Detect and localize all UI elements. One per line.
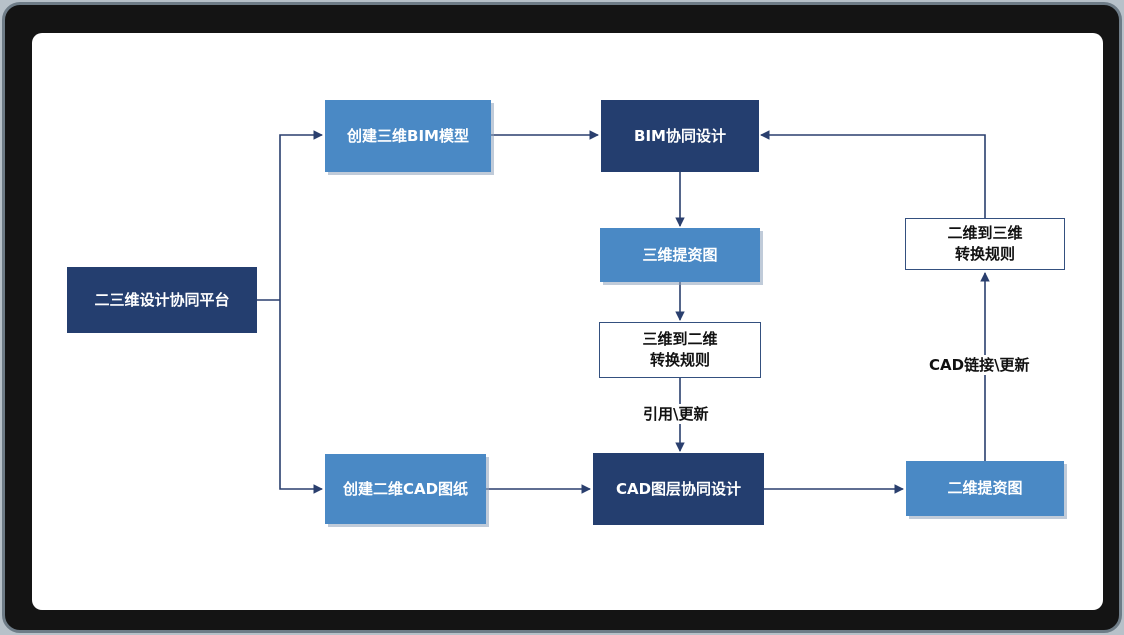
reference-update-label: 引用\更新 bbox=[641, 404, 711, 424]
diagram-canvas: 二三维设计协同平台 创建三维BIM模型 BIM协同设计 三维提资图 三维到二维 … bbox=[32, 33, 1103, 610]
cad-link-update-label: CAD链接\更新 bbox=[927, 355, 1032, 375]
create-cad-node: 创建二维CAD图纸 bbox=[325, 454, 486, 524]
edge-rule-to-bim-collab bbox=[760, 130, 986, 218]
rule-3d-to-2d-line2: 转换规则 bbox=[649, 351, 710, 369]
rule-2d-to-3d-node: 二维到三维 转换规则 bbox=[905, 218, 1065, 270]
edge-platform-to-create-cad bbox=[279, 300, 323, 494]
create-bim-node: 创建三维BIM模型 bbox=[325, 100, 491, 172]
extract-3d-node: 三维提资图 bbox=[600, 228, 760, 282]
extract-2d-node: 二维提资图 bbox=[906, 461, 1064, 516]
edge-platform-to-create-bim bbox=[279, 130, 323, 300]
platform-node: 二三维设计协同平台 bbox=[67, 267, 257, 333]
extract-3d-label: 三维提资图 bbox=[642, 245, 718, 264]
extract-2d-label: 二维提资图 bbox=[947, 479, 1023, 497]
create-cad-label: 创建二维CAD图纸 bbox=[342, 479, 469, 498]
rule-3d-to-2d-line1: 三维到二维 bbox=[642, 330, 718, 348]
connector-layer bbox=[257, 130, 990, 494]
bim-collab-label: BIM协同设计 bbox=[634, 126, 726, 145]
cad-layer-collab-node: CAD图层协同设计 bbox=[593, 453, 764, 525]
cad-layer-collab-label: CAD图层协同设计 bbox=[615, 479, 742, 498]
rule-3d-to-2d-node: 三维到二维 转换规则 bbox=[599, 322, 761, 378]
create-bim-label: 创建三维BIM模型 bbox=[347, 126, 469, 145]
platform-label: 二三维设计协同平台 bbox=[94, 290, 230, 309]
bim-collab-node: BIM协同设计 bbox=[601, 100, 759, 172]
rule-2d-to-3d-line2: 转换规则 bbox=[954, 245, 1015, 263]
rule-2d-to-3d-line1: 二维到三维 bbox=[947, 224, 1023, 242]
